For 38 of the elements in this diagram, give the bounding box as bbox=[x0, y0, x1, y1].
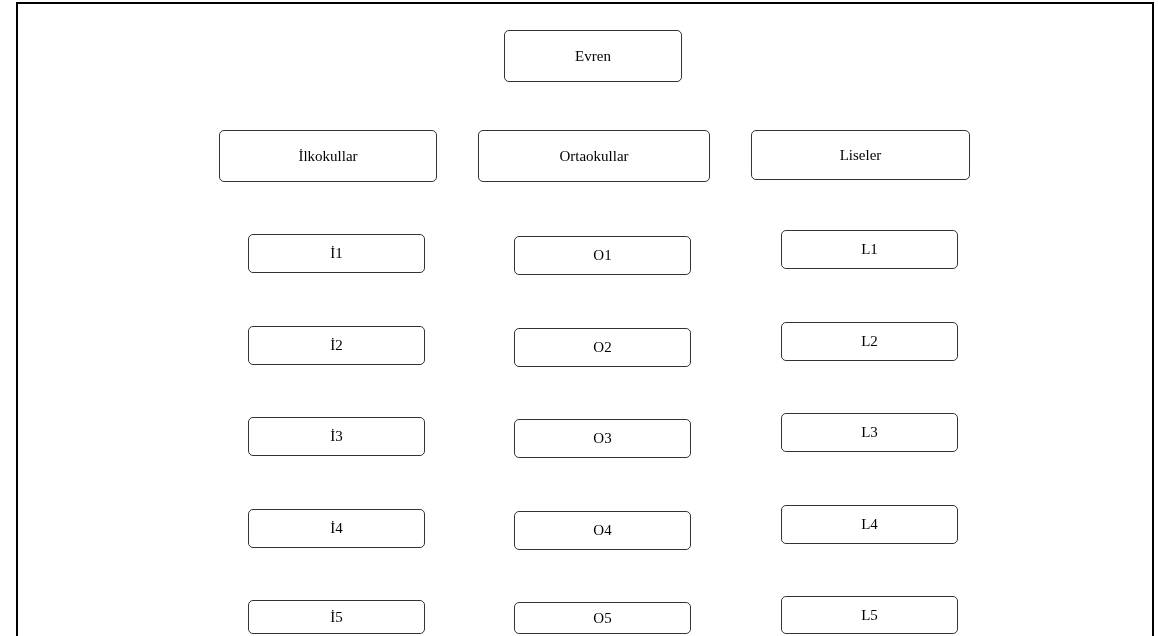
box-label: O4 bbox=[593, 521, 612, 540]
rounded-box bbox=[248, 326, 425, 365]
box-label: L4 bbox=[861, 515, 878, 534]
box-label: Liseler bbox=[839, 145, 882, 165]
rounded-box bbox=[514, 419, 691, 458]
box-label: O1 bbox=[593, 246, 612, 265]
rounded-box bbox=[248, 509, 425, 548]
box-label: İ4 bbox=[330, 519, 343, 538]
rounded-box bbox=[248, 600, 425, 634]
box-label: L5 bbox=[861, 605, 878, 625]
rounded-box bbox=[514, 328, 691, 367]
rounded-box bbox=[478, 130, 710, 182]
box-label: O3 bbox=[593, 429, 612, 448]
rounded-box bbox=[781, 596, 958, 634]
box-label: Evren bbox=[575, 46, 611, 66]
rounded-box bbox=[781, 505, 958, 544]
rounded-box bbox=[514, 602, 691, 634]
rounded-box bbox=[514, 511, 691, 550]
box-label: İ2 bbox=[330, 336, 343, 355]
rounded-box bbox=[781, 413, 958, 452]
box-label: O2 bbox=[593, 338, 612, 357]
rounded-box bbox=[504, 30, 682, 82]
rounded-box bbox=[514, 236, 691, 275]
box-label: İ3 bbox=[330, 427, 343, 446]
box-label: İlkokullar bbox=[298, 146, 358, 166]
rounded-box bbox=[751, 130, 970, 180]
box-label: L2 bbox=[861, 332, 878, 351]
rounded-box bbox=[248, 234, 425, 273]
rounded-box bbox=[219, 130, 437, 182]
box-label: Ortaokullar bbox=[559, 146, 629, 166]
rounded-box bbox=[781, 230, 958, 269]
box-label: İ5 bbox=[330, 607, 343, 627]
box-label: O5 bbox=[593, 608, 612, 628]
rounded-box bbox=[248, 417, 425, 456]
rounded-box bbox=[781, 322, 958, 361]
box-label: İ1 bbox=[330, 244, 343, 263]
box-label: L3 bbox=[861, 423, 878, 442]
box-label: L1 bbox=[861, 240, 878, 259]
